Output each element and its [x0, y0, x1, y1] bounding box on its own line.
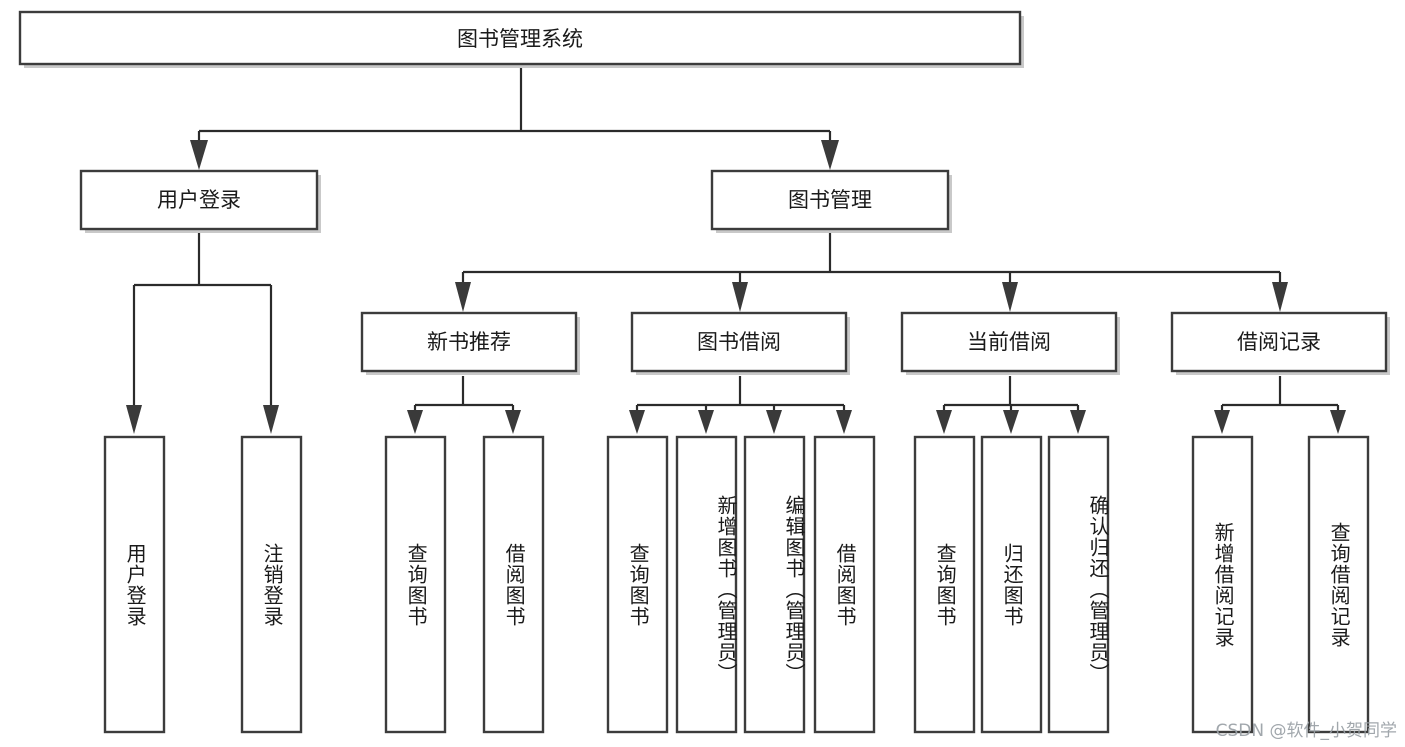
leaf-rect-br-query-record[interactable] [1307, 435, 1370, 734]
leaf-rect-bb-query-book[interactable] [606, 435, 669, 734]
leaf-rect-nb-borrow-book[interactable] [482, 435, 545, 734]
node-current-borrow-label: 当前借阅 [967, 330, 1051, 354]
csdn-watermark: CSDN @软件_小贺同学 [1215, 721, 1397, 741]
node-book-manage-rect[interactable] [710, 169, 950, 231]
node-book-borrow-rect[interactable] [630, 311, 848, 373]
arrow-head-bb-add [698, 410, 714, 434]
node-root-label: 图书管理系统 [457, 27, 583, 51]
arrow-head-leaf-logout [263, 405, 279, 434]
connector-group-user-login [126, 233, 279, 434]
node-user-login-label: 用户登录 [157, 188, 241, 212]
leaf-rect-nb-query-book[interactable] [384, 435, 447, 734]
connector-group-book-borrow [629, 376, 852, 434]
leaf-rect-cb-query-book[interactable] [913, 435, 976, 734]
node-book-manage[interactable]: 图书管理 [710, 169, 952, 233]
node-root-system[interactable]: 图书管理系统 [18, 10, 1024, 68]
node-book-borrow-label: 图书借阅 [697, 330, 781, 354]
node-current-borrow[interactable]: 当前借阅 [900, 311, 1120, 375]
connector-group-new-book [407, 376, 521, 434]
leaf-rect-cb-return-book[interactable] [980, 435, 1043, 734]
connector-group-current-borrow [936, 376, 1086, 434]
arrow-head-cb-confirm [1070, 410, 1086, 434]
leaf-rect-br-add-record[interactable] [1191, 435, 1254, 734]
node-current-borrow-rect[interactable] [900, 311, 1118, 373]
leaf-rect-bb-add-book[interactable] [675, 435, 738, 734]
arrow-head-book-borrow [732, 282, 748, 312]
node-new-book-rect[interactable] [360, 311, 578, 373]
arrow-head-book-manage [821, 140, 839, 170]
arrow-head-bb-edit [766, 410, 782, 434]
node-borrow-records[interactable]: 借阅记录 [1170, 311, 1390, 375]
node-new-book-label: 新书推荐 [427, 330, 511, 354]
arrow-head-newbook-borrow [505, 410, 521, 434]
connector-group-root [190, 68, 839, 170]
arrow-head-bb-borrow [836, 410, 852, 434]
connector-group-book-manage [455, 233, 1288, 312]
node-new-book-recommend[interactable]: 新书推荐 [360, 311, 580, 375]
arrow-head-leaf-user-login [126, 405, 142, 434]
leaf-rect-cb-confirm-return[interactable] [1047, 435, 1110, 734]
node-book-manage-label: 图书管理 [788, 188, 872, 212]
node-borrow-records-rect[interactable] [1170, 311, 1388, 373]
arrow-head-newbook-query [407, 410, 423, 434]
leaf-rect-logout[interactable] [240, 435, 303, 734]
node-user-login[interactable]: 用户登录 [79, 169, 321, 233]
connector-group-borrow-records [1214, 376, 1346, 434]
arrow-head-cb-query [936, 410, 952, 434]
node-borrow-records-label: 借阅记录 [1237, 330, 1321, 354]
node-root-rect[interactable] [18, 10, 1022, 66]
node-book-borrow[interactable]: 图书借阅 [630, 311, 850, 375]
arrow-head-new-book [455, 282, 471, 312]
arrow-head-bb-query [629, 410, 645, 434]
arrow-head-br-add [1214, 410, 1230, 434]
arrow-head-br-query [1330, 410, 1346, 434]
arrow-head-borrow-record [1272, 282, 1288, 312]
node-user-login-rect[interactable] [79, 169, 319, 231]
arrow-head-user-login [190, 140, 208, 170]
arrow-head-cb-return [1003, 410, 1019, 434]
leaf-rect-user-login[interactable] [103, 435, 166, 734]
leaf-rect-bb-borrow-book[interactable] [813, 435, 876, 734]
arrow-head-current-borrow [1002, 282, 1018, 312]
leaf-rect-bb-edit-book[interactable] [743, 435, 806, 734]
